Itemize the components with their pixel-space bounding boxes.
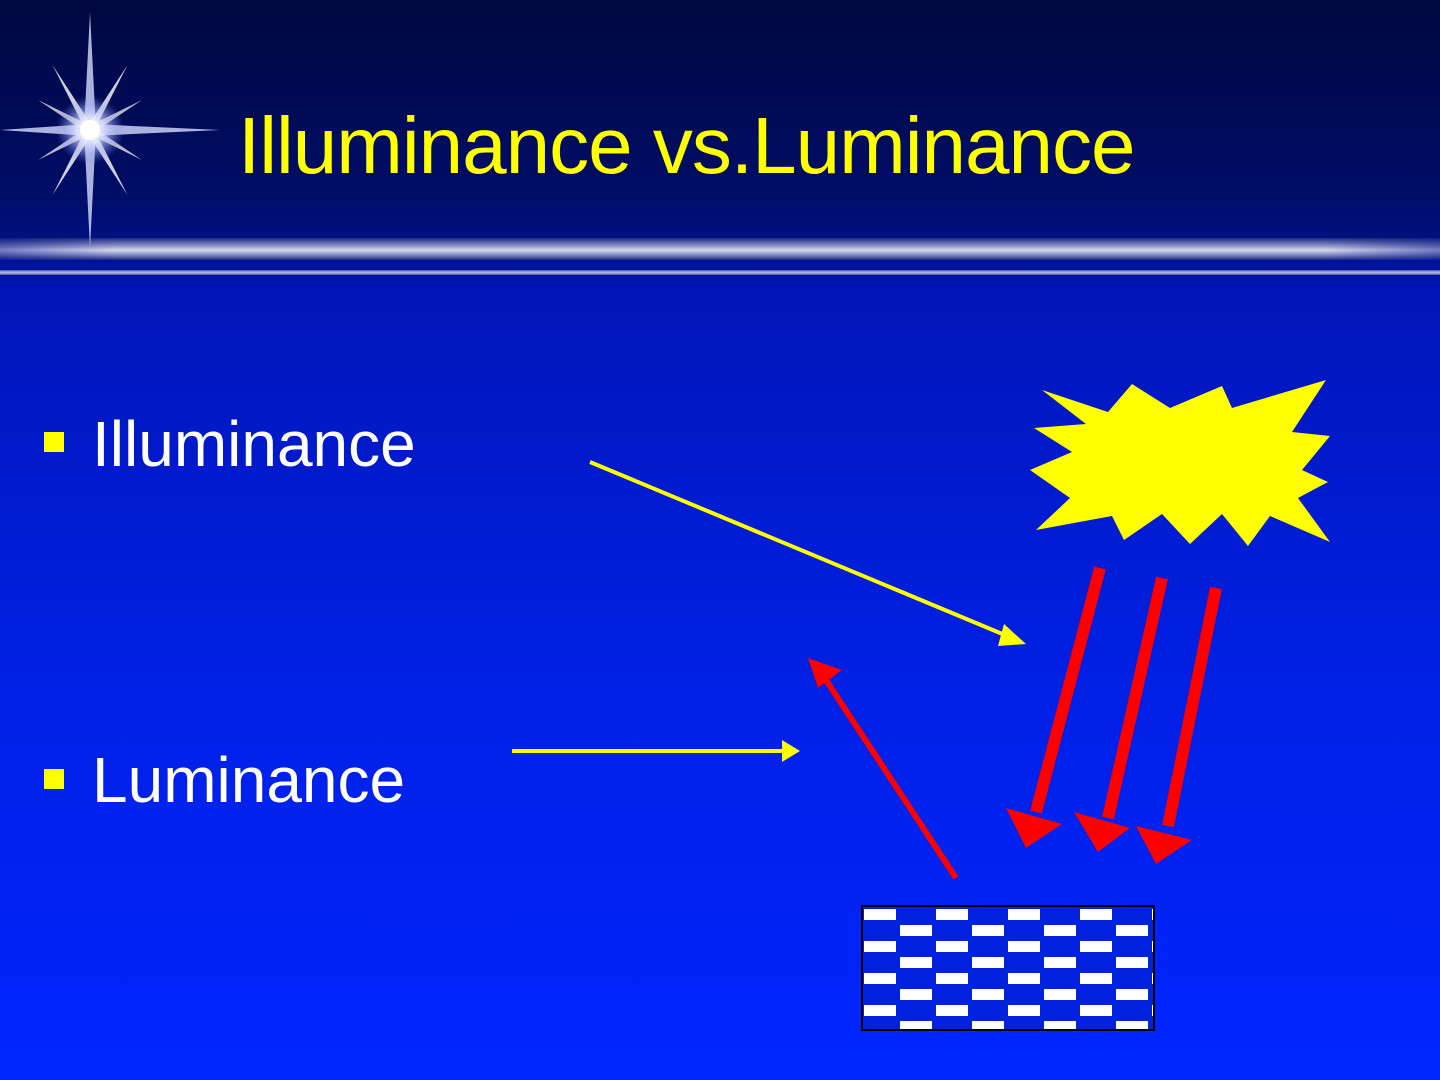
incident-ray-1-head xyxy=(1006,808,1062,848)
header-divider xyxy=(0,238,1440,260)
bullet-label-illuminance: Illuminance xyxy=(92,408,416,480)
bullet-label-luminance: Luminance xyxy=(92,744,406,816)
header-band xyxy=(0,0,1440,240)
slide-title: Illuminance vs.Luminance xyxy=(238,101,1135,190)
incident-ray-3-head xyxy=(1136,826,1192,864)
explosion-burst-icon xyxy=(1030,380,1330,546)
bullet-marker-luminance xyxy=(44,769,64,789)
incident-ray-2-head xyxy=(1074,812,1130,852)
surface-pattern xyxy=(861,905,1155,1031)
incident-ray-2 xyxy=(1102,576,1168,820)
pointer-arrows xyxy=(512,460,1026,762)
luminance-pointer-arrowhead xyxy=(782,740,800,762)
illuminance-pointer-arrowhead xyxy=(998,624,1026,646)
header-divider-thin xyxy=(0,270,1440,275)
incident-light-arrows xyxy=(1006,566,1222,864)
reflected-light-arrow xyxy=(808,658,959,880)
incident-ray-1 xyxy=(1030,566,1106,814)
illuminance-pointer-arrow xyxy=(589,460,1013,640)
incident-ray-3 xyxy=(1162,586,1222,828)
starburst-sparkle-icon xyxy=(0,12,220,248)
bullet-marker-illuminance xyxy=(44,432,64,452)
